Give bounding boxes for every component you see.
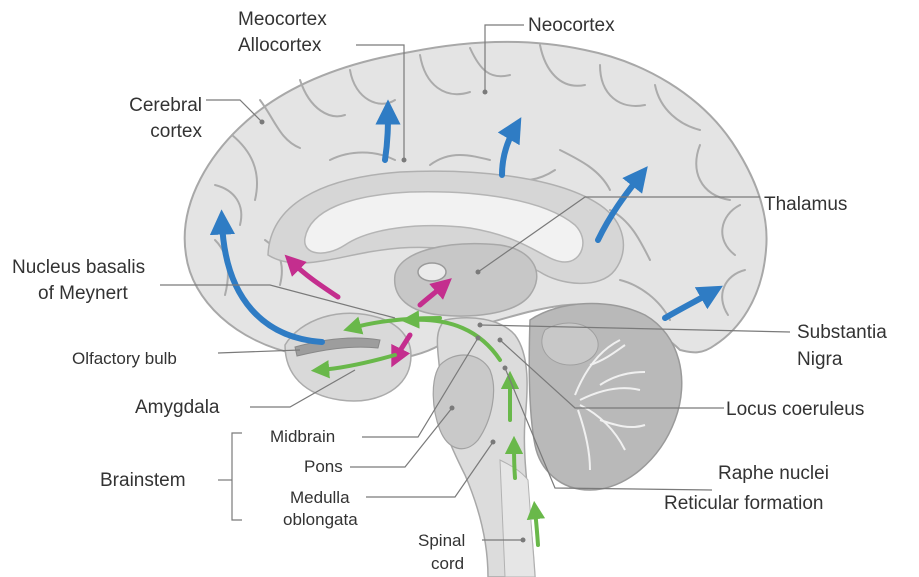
label-olfactory-bulb: Olfactory bulb: [72, 348, 177, 370]
label-brainstem: Brainstem: [100, 469, 186, 493]
label-thalamus: Thalamus: [764, 193, 847, 217]
blue-arrow-allocortex: [385, 112, 388, 160]
spinal-cord-shape: [500, 460, 535, 577]
green-arrow-medulla: [514, 445, 515, 478]
label-medulla-line1: Medulla: [290, 487, 350, 509]
green-arrow-spinal-lower: [535, 510, 538, 545]
label-nucleus-basalis-line1: Nucleus basalis: [12, 256, 145, 280]
thalamus-region: [395, 244, 537, 316]
label-medulla-line2: oblongata: [283, 509, 358, 531]
label-allocortex: Allocortex: [238, 34, 321, 58]
label-nucleus-basalis-line2: of Meynert: [38, 282, 128, 306]
label-cerebral-cortex-line1: Cerebral: [100, 94, 202, 118]
label-spinal-cord-line1: Spinal: [418, 530, 465, 552]
label-reticular-formation: Reticular formation: [664, 492, 823, 516]
label-neocortex: Neocortex: [528, 14, 615, 38]
label-pons: Pons: [304, 456, 343, 478]
label-spinal-cord-line2: cord: [431, 553, 464, 575]
brainstem-bracket: [232, 433, 242, 520]
label-amygdala: Amygdala: [135, 396, 220, 420]
label-raphe-nuclei: Raphe nuclei: [718, 462, 829, 486]
label-midbrain: Midbrain: [270, 426, 335, 448]
label-cerebral-cortex-line2: cortex: [100, 120, 202, 144]
thalamus-nucleus: [418, 263, 446, 281]
cerebellum: [529, 304, 682, 490]
cerebellum-lobe: [542, 323, 598, 365]
label-locus-coeruleus: Locus coeruleus: [726, 398, 864, 422]
label-substantia-nigra-line1: Substantia: [797, 321, 887, 345]
label-substantia-nigra-line2: Nigra: [797, 348, 842, 372]
label-meocortex: Meocortex: [238, 8, 327, 32]
